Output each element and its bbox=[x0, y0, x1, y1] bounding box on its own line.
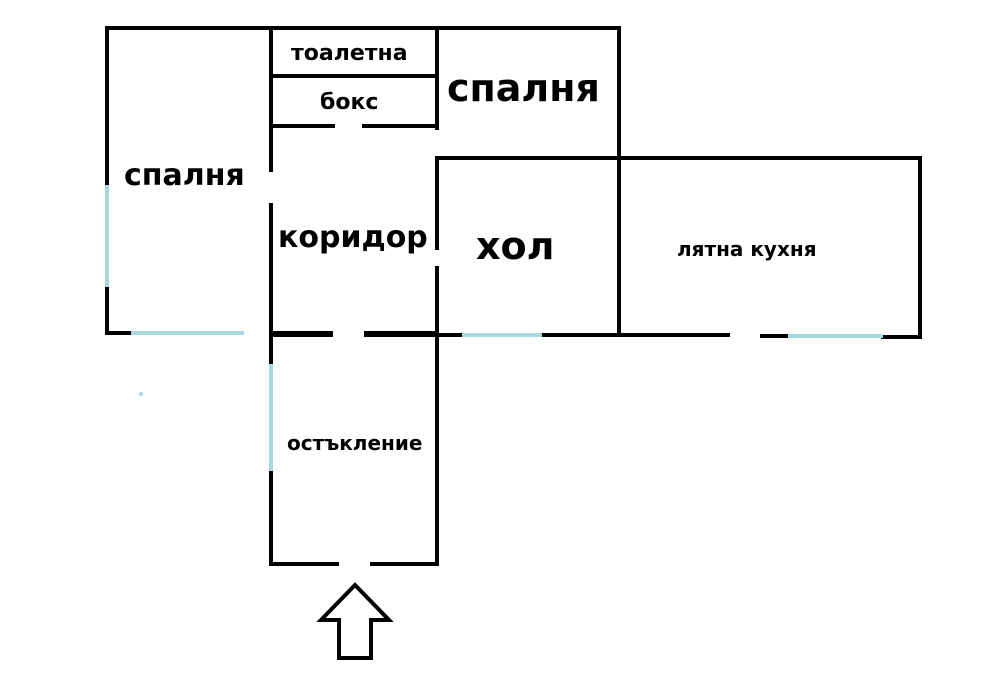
room-label-toilet: тоалетна bbox=[291, 41, 408, 66]
walls bbox=[105, 26, 922, 566]
windows bbox=[105, 185, 883, 471]
room-labels: спалня тоалетна бокс спалня коридор хол … bbox=[124, 41, 817, 455]
room-label-corridor: коридор bbox=[278, 220, 428, 255]
room-label-bedroom-left: спалня bbox=[124, 158, 245, 193]
room-label-living-room: хол bbox=[476, 224, 554, 268]
room-label-summer-kitchen: лятна кухня bbox=[677, 237, 817, 261]
entrance-arrow-icon bbox=[316, 582, 394, 660]
window-mark-dot bbox=[139, 392, 143, 396]
room-label-bath: бокс bbox=[320, 90, 378, 115]
room-label-glazing: остъкление bbox=[287, 431, 422, 455]
room-label-bedroom-top: спалня bbox=[447, 66, 600, 110]
